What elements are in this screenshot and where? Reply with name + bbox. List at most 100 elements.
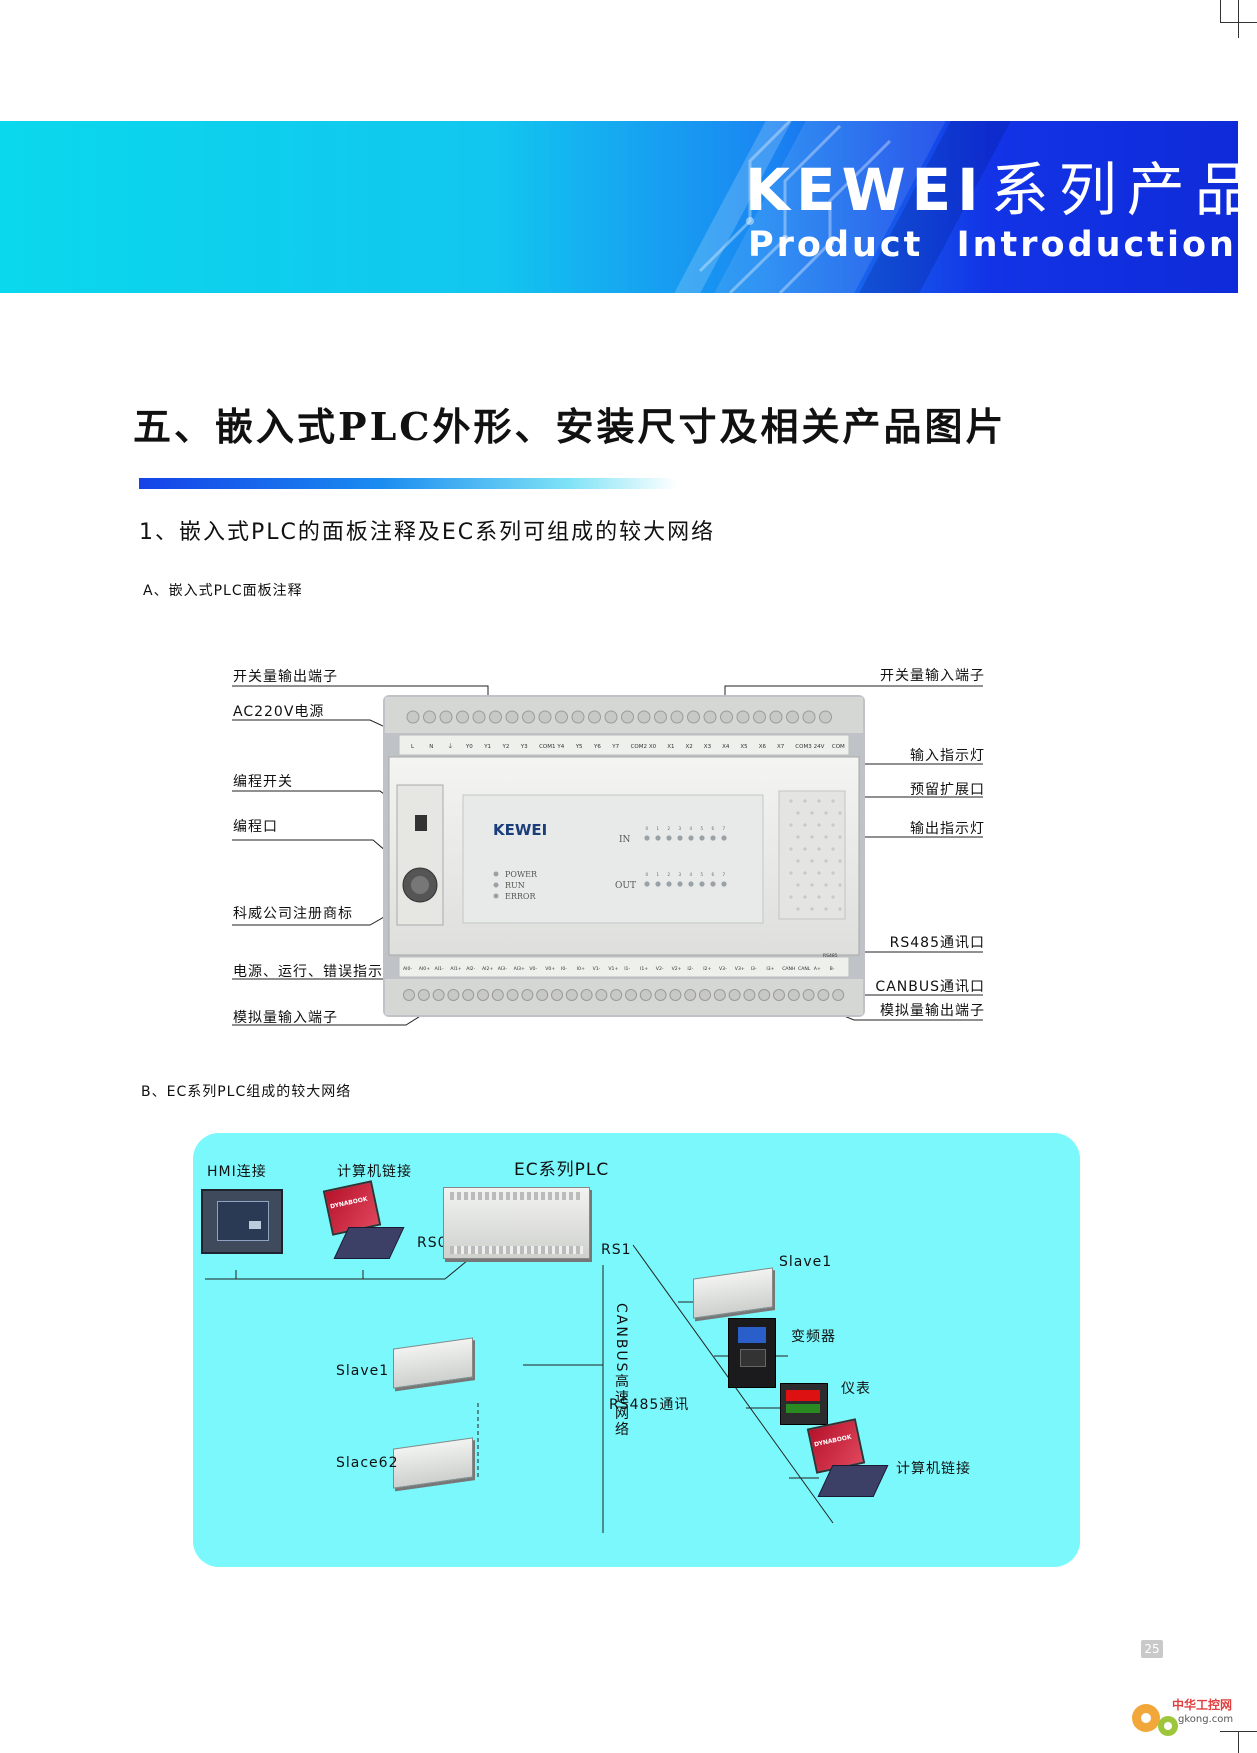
vent-hole	[789, 799, 793, 803]
terminal-screw	[456, 710, 469, 724]
terminal-screw	[684, 989, 697, 1001]
terminal-screw	[669, 989, 682, 1001]
vent-hole	[824, 883, 828, 887]
terminal-screw	[670, 710, 684, 724]
terminal-screw	[743, 989, 756, 1001]
terminal-screw	[654, 710, 667, 724]
vent-hole	[810, 883, 814, 887]
terminal-screw	[588, 710, 601, 724]
output-led-dot	[699, 881, 705, 887]
terminal-screw	[819, 710, 832, 724]
vent-hole	[803, 823, 807, 827]
vent-hole	[824, 835, 828, 839]
output-led-dot	[721, 881, 727, 887]
status-led-dot	[493, 871, 499, 877]
vent-hole	[789, 823, 793, 827]
top-terminal-label: ⏚	[448, 743, 454, 750]
terminal-screw	[787, 989, 800, 1001]
input-channel-number: 6	[712, 826, 715, 831]
status-led-dot	[493, 882, 499, 888]
vent-hole	[796, 907, 800, 911]
hmi-label: HMI连接	[207, 1164, 267, 1180]
terminal-screw	[699, 989, 711, 1001]
top-terminal-label: X2	[686, 744, 693, 750]
label-output-indicator: 输出指示灯	[910, 821, 985, 837]
status-led-dot	[493, 893, 499, 899]
terminal-screw	[817, 989, 830, 1001]
input-channel-number: 5	[701, 826, 704, 831]
rs485-tag: RS485	[823, 953, 838, 959]
output-channel-number: 1	[657, 872, 660, 877]
vent-hole	[810, 859, 814, 863]
slave-left1-label: Slave1	[336, 1363, 390, 1379]
terminal-screw	[736, 710, 750, 724]
input-channel-number: 2	[668, 826, 671, 831]
vent-hole	[789, 847, 793, 851]
hmi-panel-icon	[201, 1189, 283, 1254]
top-terminal-label: Y0	[465, 744, 473, 750]
terminal-screw	[536, 989, 549, 1001]
top-terminal-label: COM3	[795, 744, 812, 750]
top-terminal-label: L	[411, 744, 415, 750]
label-analog-output-terminal: 模拟量输出端子	[880, 1003, 985, 1019]
terminal-screw	[403, 989, 415, 1001]
bottom-terminal-label: V3-	[719, 966, 727, 972]
bottom-terminal-label: V2-	[656, 966, 664, 972]
bottom-terminal-label: I1+	[640, 966, 648, 972]
vent-hole	[810, 811, 814, 815]
terminal-screw	[610, 989, 623, 1001]
vent-hole	[817, 871, 821, 875]
bottom-terminal-label: B-	[830, 966, 835, 972]
terminal-screw	[637, 710, 651, 724]
vent-hole	[824, 811, 828, 815]
bottom-terminal-label: I0-	[561, 966, 567, 972]
output-channel-number: 3	[679, 872, 682, 877]
crop-mark	[1238, 0, 1239, 38]
slave-right-label: Slave1	[779, 1254, 833, 1270]
terminal-screw	[423, 710, 436, 724]
watermark-cn: 中华工控网	[1172, 1698, 1233, 1712]
ec-plc-title: EC系列PLC	[514, 1160, 610, 1180]
brand-subtitle: Product Introduction	[748, 225, 1237, 265]
top-terminal-label: X5	[740, 744, 748, 750]
input-led-dot	[710, 835, 716, 841]
output-channel-number: 7	[723, 872, 726, 877]
terminal-screw	[555, 710, 568, 724]
out-label: OUT	[615, 881, 636, 891]
input-channel-number: 0	[646, 826, 649, 831]
output-channel-number: 2	[668, 872, 671, 877]
central-plc-icon	[443, 1187, 590, 1259]
output-led-dot	[710, 881, 716, 887]
terminal-screw	[447, 989, 460, 1001]
terminal-screw	[802, 710, 816, 724]
label-expansion-port: 预留扩展口	[910, 782, 985, 798]
top-terminal-label: Y7	[611, 744, 619, 750]
top-terminal-label: X7	[777, 744, 785, 750]
bottom-terminal-label: AI0+	[419, 966, 430, 972]
slave-left2-label: Slace62	[336, 1455, 399, 1471]
plc-face-logo: KEWEI	[493, 821, 547, 839]
bottom-terminal-label: I1-	[624, 966, 630, 972]
led-run-label: RUN	[505, 881, 525, 890]
crop-mark	[1220, 1731, 1257, 1732]
bottom-terminal-label: AI1-	[435, 966, 444, 972]
input-led-dot	[666, 835, 672, 841]
page-title: 五、嵌入式PLC外形、安装尺寸及相关产品图片	[133, 404, 1007, 449]
output-channel-number: 0	[646, 872, 649, 877]
top-terminal-label: COM	[832, 744, 845, 750]
terminal-screw	[753, 710, 766, 724]
vent-hole	[796, 859, 800, 863]
bottom-terminal-label: CANH	[782, 966, 795, 972]
terminal-screw	[769, 710, 783, 724]
top-terminal-label: X0	[649, 744, 657, 750]
subsection-a-title: A、嵌入式PLC面板注释	[143, 583, 303, 599]
bottom-terminal-label: A+	[814, 966, 821, 972]
top-terminal-label: Y3	[520, 744, 528, 750]
label-input-indicator: 输入指示灯	[910, 748, 985, 764]
terminal-screw	[786, 710, 799, 724]
output-led-dot	[688, 881, 694, 887]
meter-display-top	[786, 1390, 820, 1401]
plc-terminal-strip	[450, 1192, 583, 1200]
